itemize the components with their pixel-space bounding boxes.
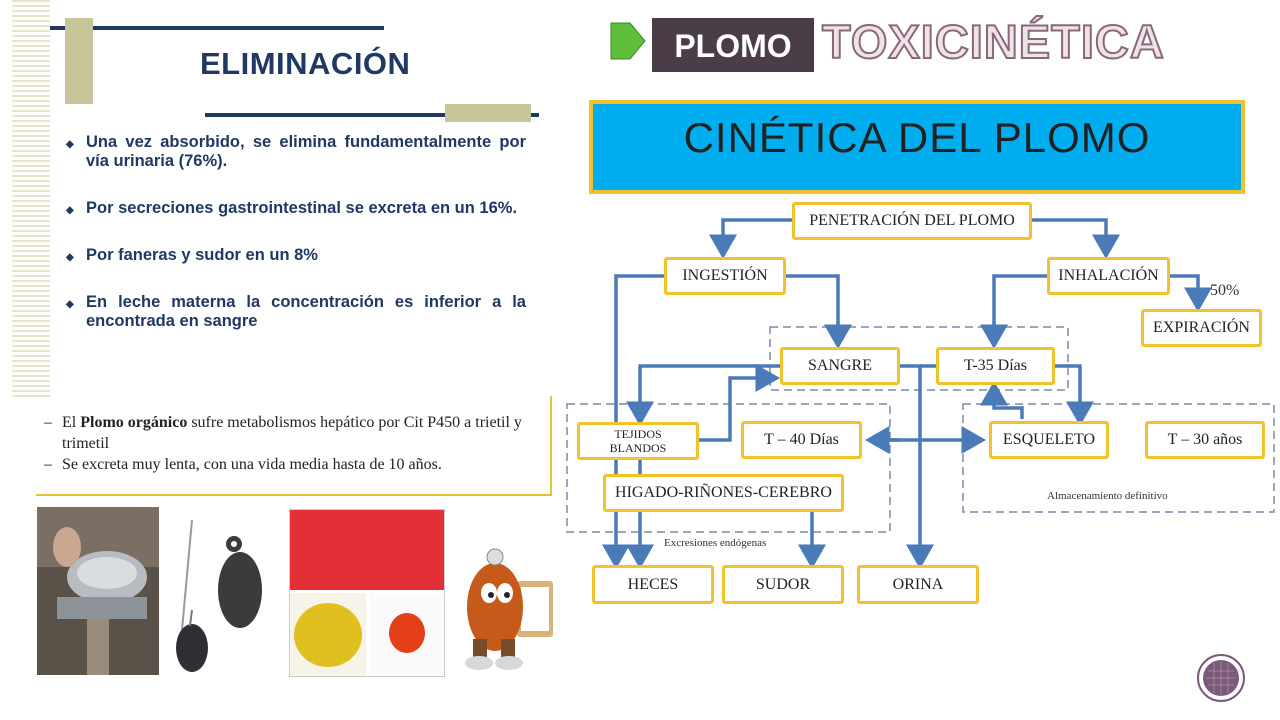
molten-lead-photo <box>37 507 159 675</box>
excreciones-label: Excresiones endógenas <box>664 537 767 549</box>
diamond-bullet-icon: ◆ <box>66 299 74 310</box>
node-penetracion: PENETRACIÓN DEL PLOMO <box>792 202 1032 240</box>
organic-lead-box <box>36 396 552 496</box>
percent-label: 50% <box>1210 282 1240 299</box>
elimination-bullets: ◆Una vez absorbido, se elimina fundament… <box>66 133 526 359</box>
organic-lead-text: –El Plomo orgánico sufre metabolismos he… <box>44 412 544 475</box>
node-expiracion: EXPIRACIÓN <box>1141 309 1262 347</box>
node-orina: ORINA <box>857 565 979 604</box>
accent-block-top <box>65 18 93 104</box>
circle-nav-button-icon[interactable] <box>1196 653 1246 703</box>
node-esqueleto: ESQUELETO <box>989 421 1109 459</box>
decorative-stripes <box>12 0 50 400</box>
bullet-item: ◆Una vez absorbido, se elimina fundament… <box>66 133 526 170</box>
organic-line-2: –Se excreta muy lenta, con una vida medi… <box>44 456 442 473</box>
section-title: ELIMINACIÓN <box>200 46 411 81</box>
node-ingestion: INGESTIÓN <box>664 257 786 295</box>
diamond-bullet-icon: ◆ <box>66 139 74 150</box>
node-t35: T-35 Días <box>936 347 1055 385</box>
doctor-cartoon <box>465 548 553 670</box>
lead-sinker-photo <box>176 520 262 672</box>
node-t30: T – 30 años <box>1145 421 1265 459</box>
diamond-bullet-icon: ◆ <box>66 252 74 263</box>
organic-line-1: –El Plomo orgánico sufre metabolismos he… <box>44 414 522 452</box>
header-title: TOXICINÉTICA <box>821 14 1165 69</box>
node-t40: T – 40 Días <box>741 421 862 459</box>
lead-pigments-photo <box>289 509 445 677</box>
diagram-title: CINÉTICA DEL PLOMO <box>683 114 1151 161</box>
bullet-item: ◆En leche materna la concentración es in… <box>66 293 526 330</box>
node-higado: HIGADO-RIÑONES-CEREBRO <box>603 474 844 512</box>
diamond-bullet-icon: ◆ <box>66 205 74 216</box>
node-inhalacion: INHALACIÓN <box>1047 257 1170 295</box>
node-sudor: SUDOR <box>722 565 844 604</box>
bullet-item: ◆Por faneras y sudor en un 8% <box>66 246 526 265</box>
divider-top <box>50 26 384 30</box>
bullet-item: ◆Por secreciones gastrointestinal se exc… <box>66 199 526 218</box>
diagram-title-box <box>589 100 1245 194</box>
accent-block-bottom <box>445 104 531 122</box>
node-sangre: SANGRE <box>780 347 900 385</box>
divider-bottom <box>205 113 539 117</box>
green-pentagon-arrow-icon <box>610 22 646 60</box>
node-tejidos: TEJIDOS BLANDOS <box>577 422 699 460</box>
header-tag: PLOMO <box>652 18 814 72</box>
node-heces: HECES <box>592 565 714 604</box>
almacenamiento-label: Almacenamiento definitivo <box>1047 490 1168 502</box>
